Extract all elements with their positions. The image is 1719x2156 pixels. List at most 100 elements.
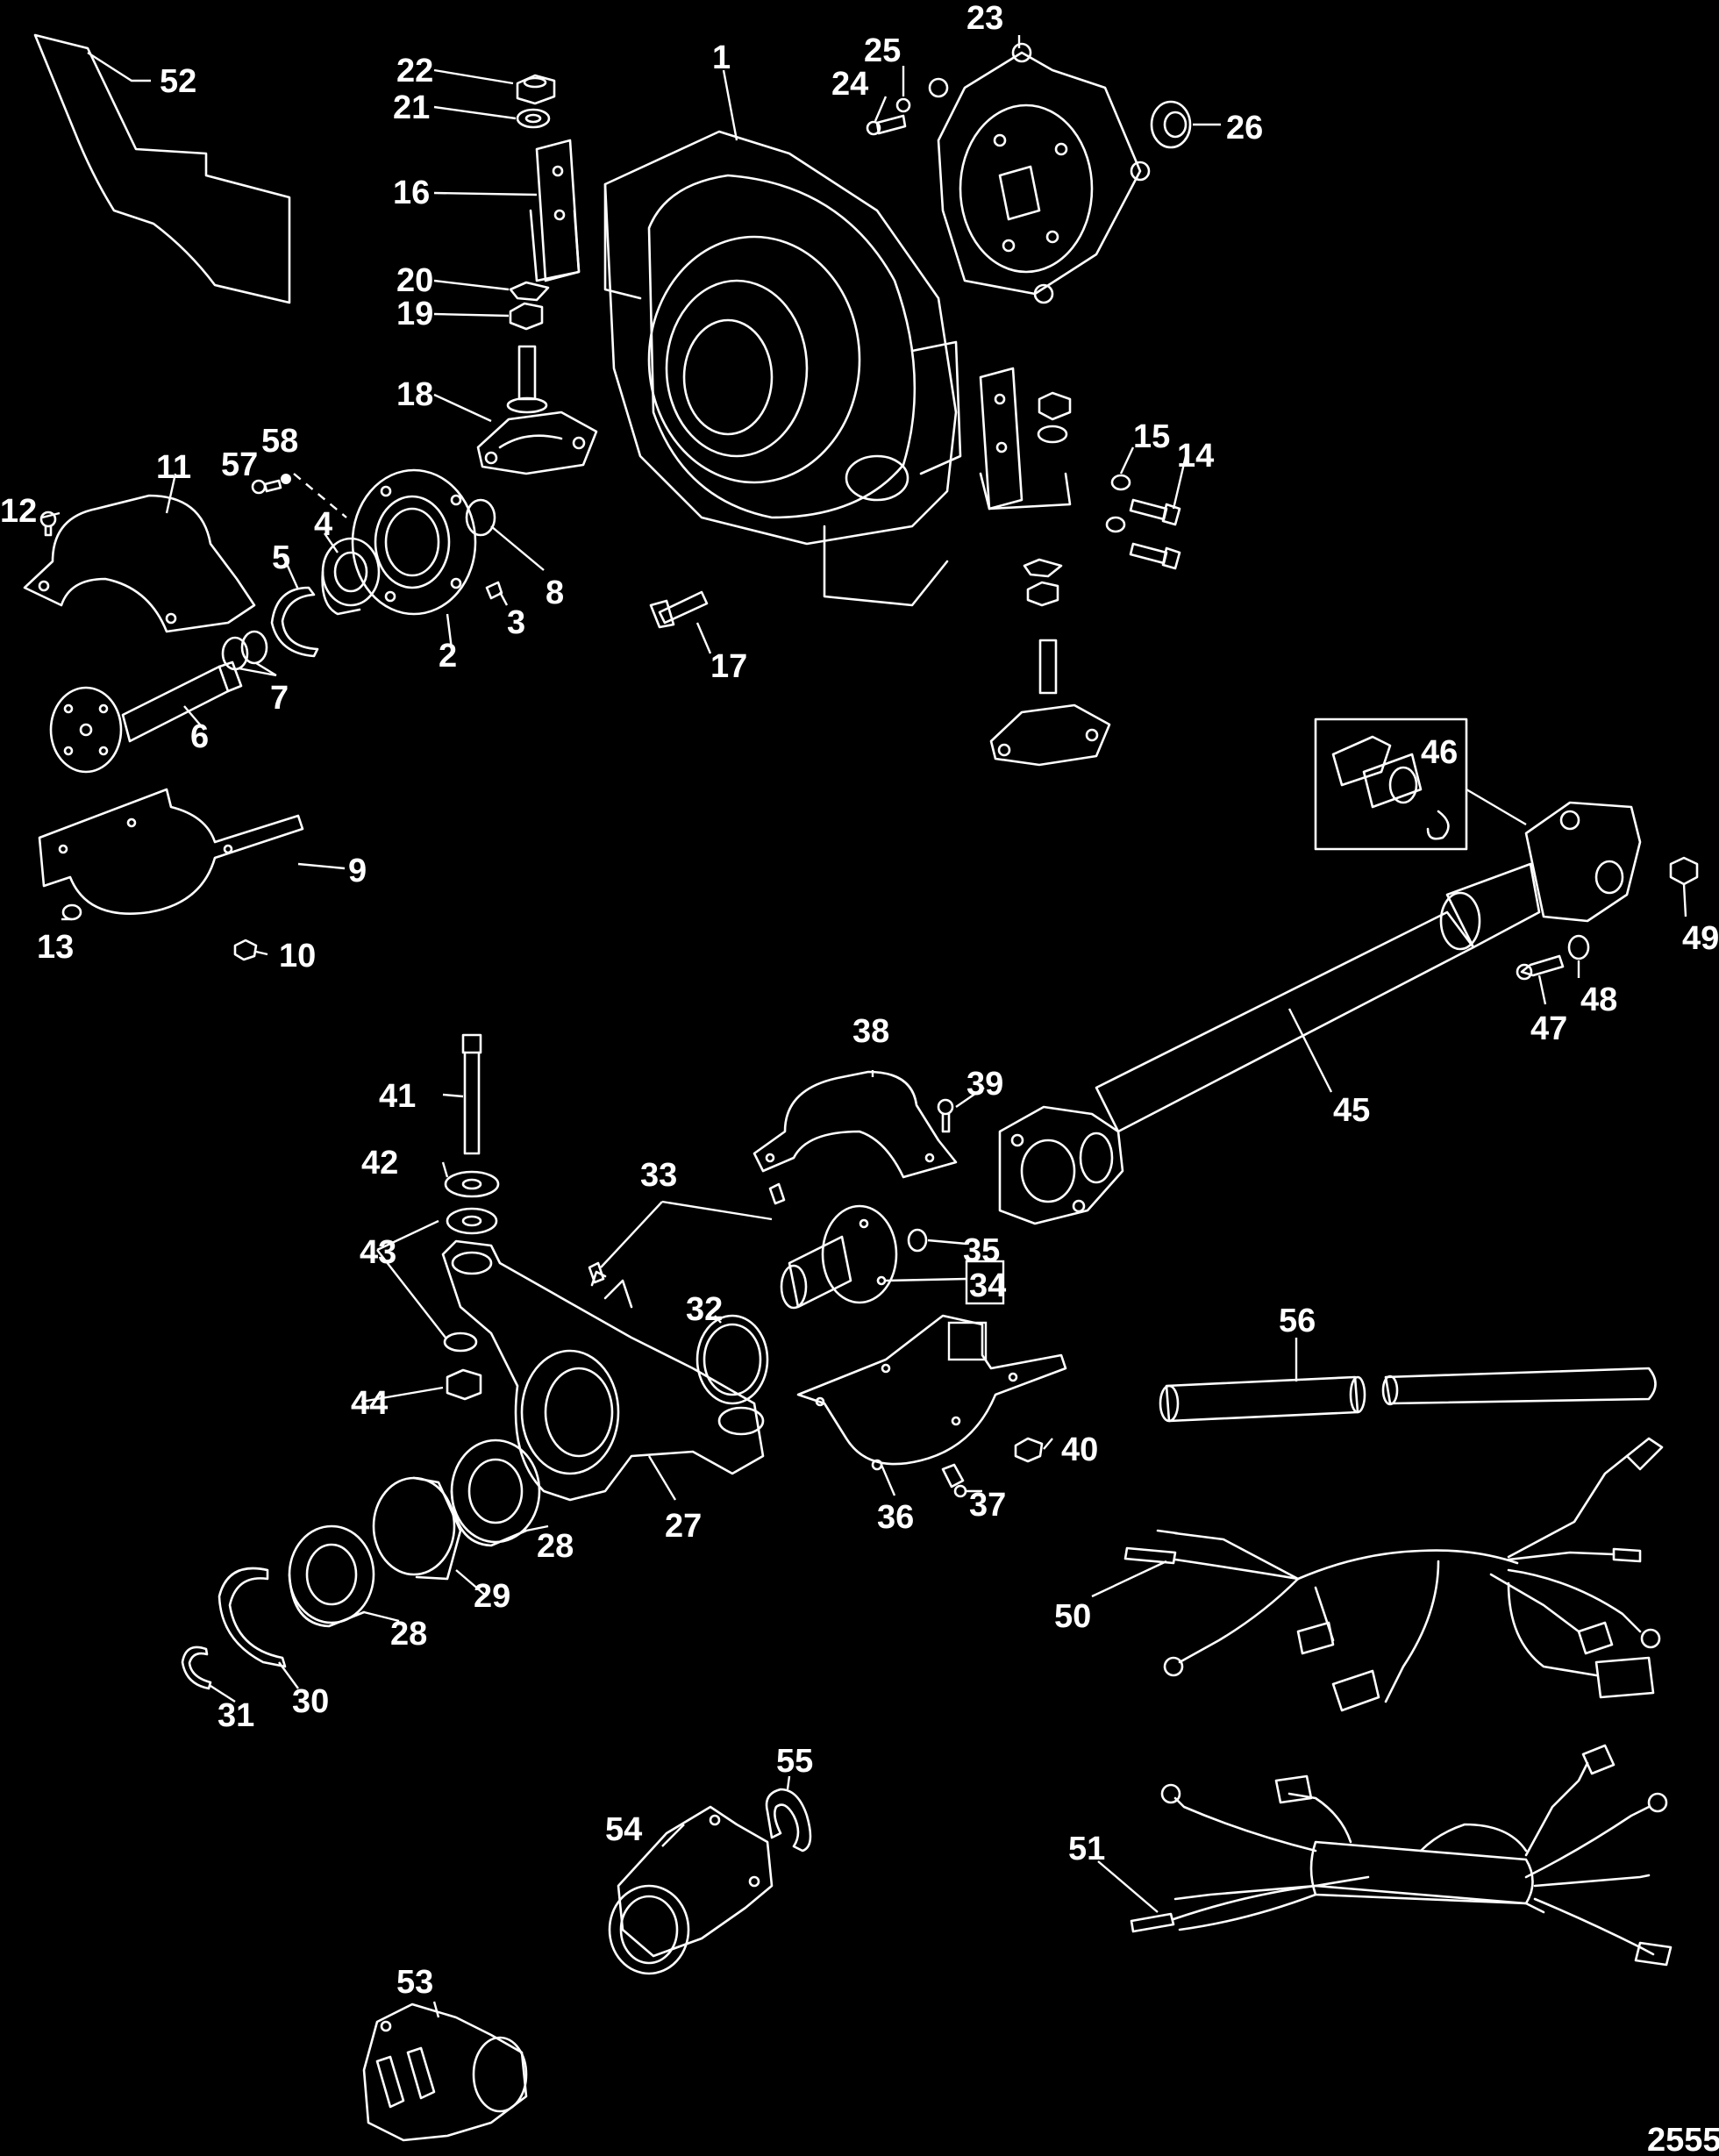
part-38-saddle [753,1070,958,1179]
callout-43: 43 [360,1234,396,1271]
callout-17: 17 [710,648,747,685]
part-39-screw [937,1098,954,1133]
part-36-saddle [796,1314,1067,1471]
callout-7: 7 [270,680,289,717]
part-19-nut [509,302,544,331]
callout-30: 30 [292,1683,329,1720]
callout-53: 53 [396,1964,433,2001]
callout-5: 5 [272,539,290,576]
part-28-bearing [288,1439,541,1628]
callout-45: 45 [1333,1092,1370,1129]
callout-8: 8 [546,575,564,611]
callout-51: 51 [1068,1831,1105,1867]
part-44-nut [446,1368,482,1401]
callout-58: 58 [261,423,298,460]
part-34-flange [780,1204,898,1310]
callout-23: 23 [966,0,1003,37]
callout-15: 15 [1133,418,1170,455]
part-18-mount [476,345,598,475]
part-23-coupler [928,42,1151,304]
part-52-plate [33,33,291,304]
part-46-ujoint-kit [1314,717,1468,851]
part-11-cover [23,494,256,633]
part-35-oring [907,1228,928,1253]
part-42-washer [444,1170,500,1198]
part-47-bolt [1516,954,1565,981]
callout-3: 3 [507,604,525,641]
part-right-mount [989,558,1111,767]
part-54-elbow [608,1805,774,1975]
callout-16: 16 [393,175,430,211]
callout-19: 19 [396,296,433,332]
part-37-screw [941,1463,967,1498]
part-31-snapring [181,1646,212,1690]
part-57-screw [251,479,282,495]
part-5-snapring [270,586,319,658]
callout-13: 13 [37,929,74,966]
callout-4: 4 [314,506,332,543]
part-50-harness [1123,1437,1664,1712]
callout-29: 29 [474,1578,510,1615]
part-3-fitting [485,581,503,600]
callout-39: 39 [966,1066,1003,1103]
callout-18: 18 [396,376,433,413]
callout-12: 12 [0,493,37,530]
part-13-nut [61,903,82,921]
callout-42: 42 [361,1145,398,1182]
part-12-screw [39,510,57,537]
callout-21: 21 [393,89,430,126]
callout-27: 27 [665,1508,702,1545]
callout-11: 11 [156,449,191,486]
callout-56: 56 [1279,1303,1316,1339]
part-21-washer [516,108,551,129]
callout-41: 41 [379,1078,416,1115]
figure-number: 2555 [1647,2122,1719,2156]
callout-48: 48 [1580,982,1617,1018]
part-29-cup [372,1476,462,1581]
part-right-mount-bracket [979,367,1072,510]
part-30-snapring [218,1567,287,1668]
callout-26: 26 [1226,110,1263,146]
part-26-grommet [1150,100,1192,149]
callout-1: 1 [712,39,731,76]
part-32-seal [695,1314,769,1405]
callout-46: 46 [1421,734,1458,771]
part-16-bracket [529,139,581,282]
part-40-nut [1014,1437,1044,1463]
callout-44: 44 [351,1385,388,1422]
part-8-oring [465,498,496,537]
part-41-bolt [461,1033,482,1155]
part-56-hose [1159,1367,1657,1423]
part-49-nut [1669,856,1699,886]
callout-20: 20 [396,262,433,299]
callout-54: 54 [605,1811,642,1848]
callout-2: 2 [439,638,457,675]
callout-25: 25 [864,32,901,69]
callout-24: 24 [831,66,868,103]
callout-31: 31 [218,1697,254,1734]
callout-22: 22 [396,53,433,89]
callout-34: 34 [969,1267,1006,1304]
callout-6: 6 [190,718,209,755]
part-48-washer [1567,934,1590,960]
part-15-washer [1105,474,1131,533]
part-14-bolt [1129,498,1181,570]
part-20-tabwasher [509,281,550,302]
part-53-elbow [362,2003,528,2142]
callout-9: 9 [348,853,367,889]
part-25-washer [895,97,911,113]
callout-14: 14 [1177,438,1214,475]
part-51-harness [1130,1744,1673,1967]
part-2-carrier [351,468,477,616]
callout-33: 33 [640,1157,677,1194]
callout-35: 35 [963,1232,1000,1269]
part-10-screw [233,939,258,961]
callout-36: 36 [877,1499,914,1536]
callout-28b: 28 [390,1616,427,1653]
part-33-grease-fitting [588,1182,786,1284]
part-9-saddle [38,788,304,915]
part-4-bearing [321,537,381,616]
part-1-flywheel-housing [603,130,962,607]
part-22-nut [516,74,556,105]
